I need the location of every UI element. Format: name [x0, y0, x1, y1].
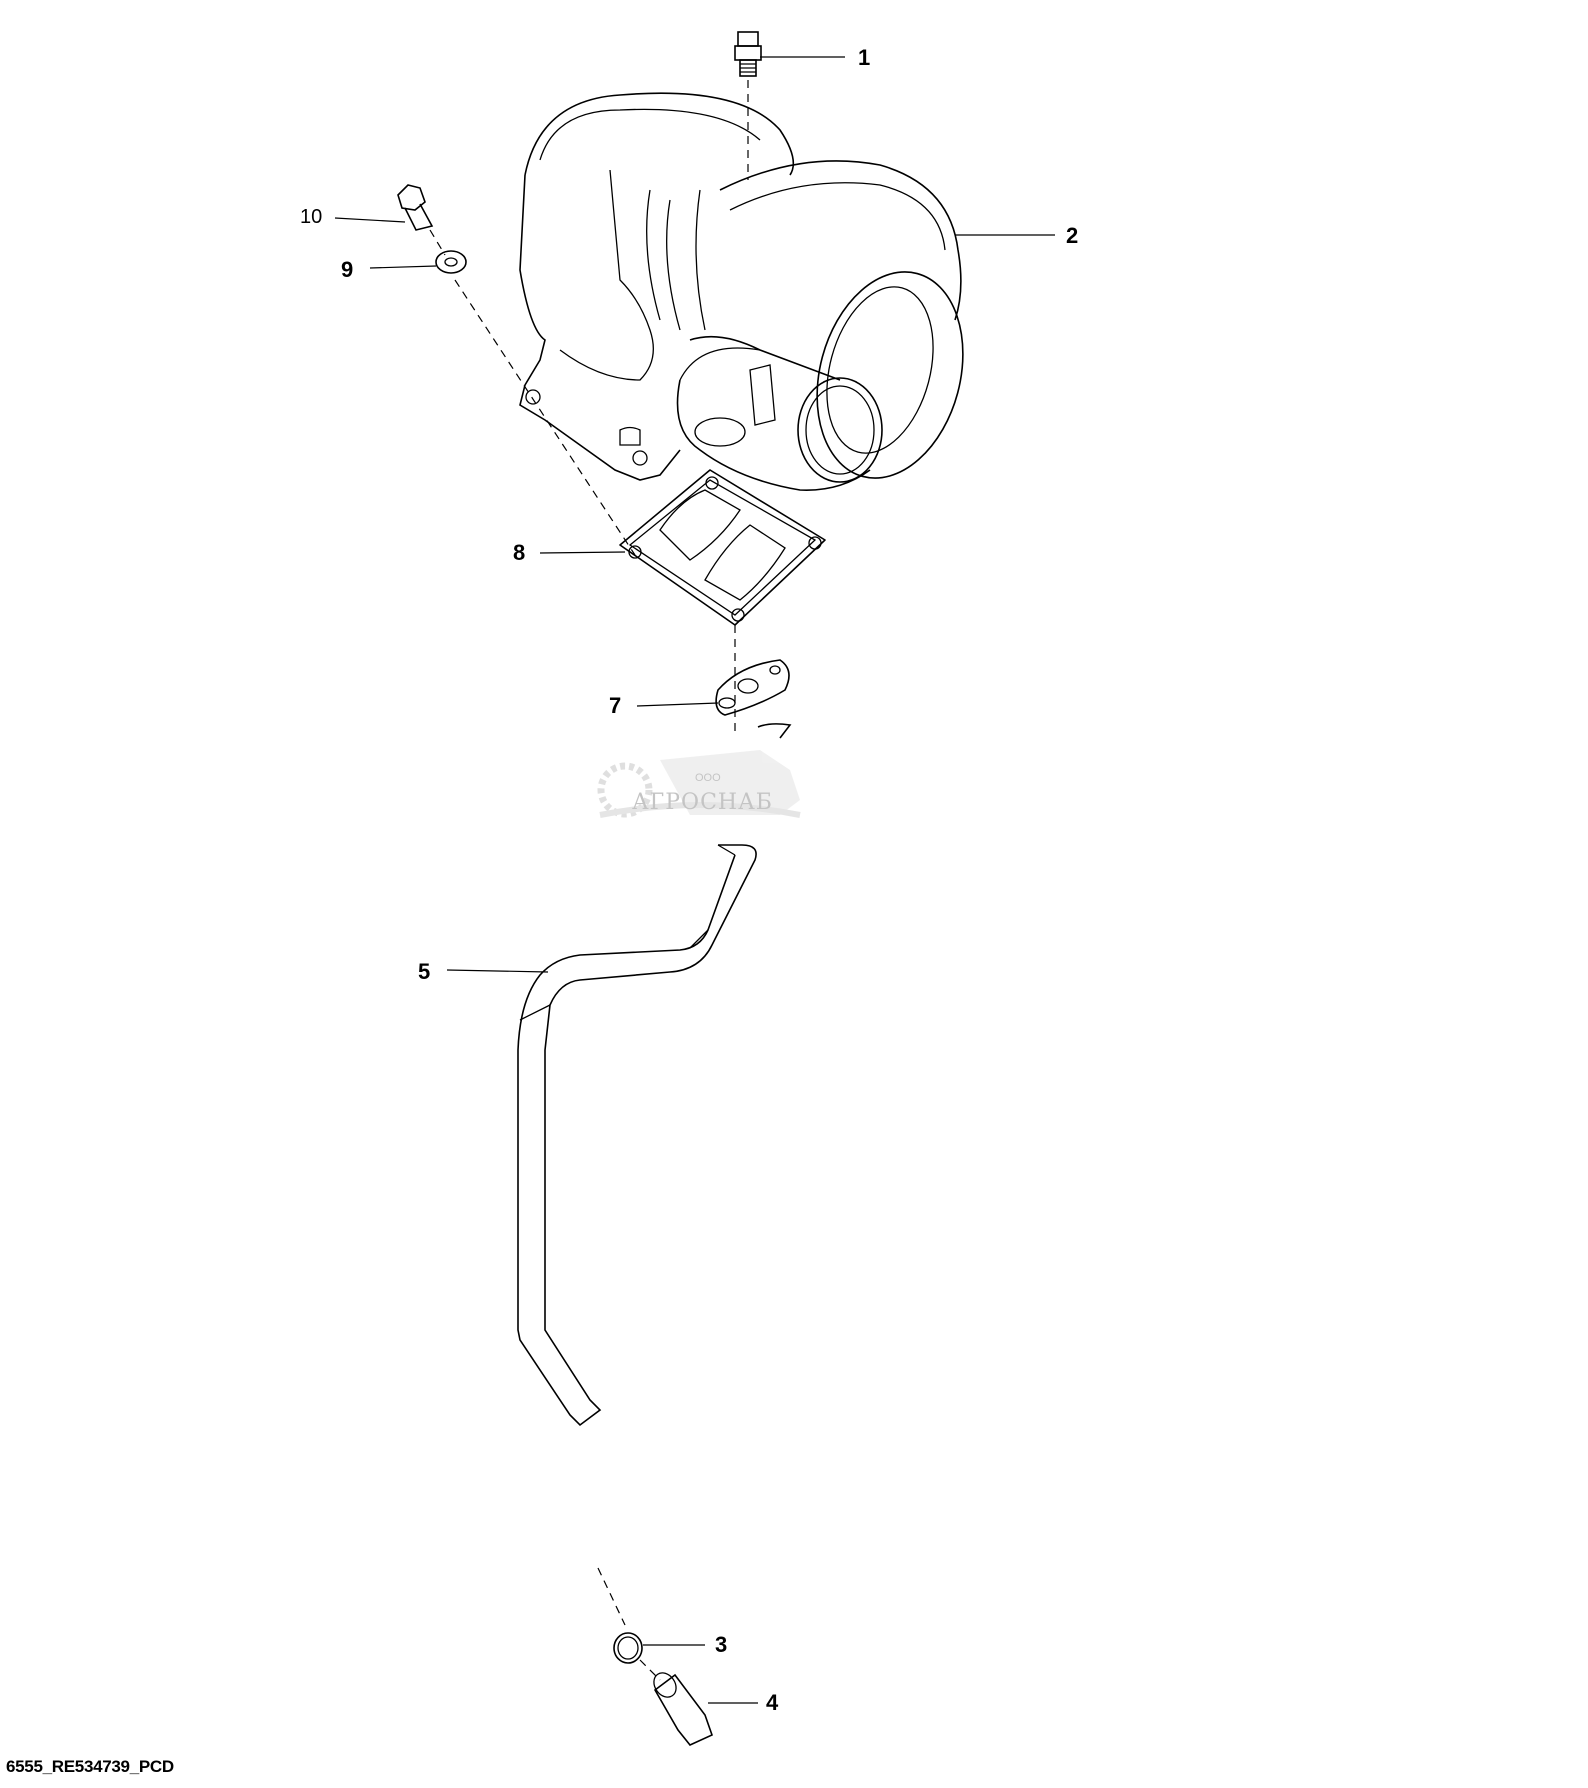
- callout-7: 7: [609, 693, 622, 718]
- turbocharger-part-2: [519, 92, 964, 491]
- gasket-part-7: [715, 659, 790, 716]
- gasket-part-8: [619, 469, 826, 626]
- bolt-part-10: [397, 184, 434, 231]
- assembly-line-drain: [597, 1567, 661, 1681]
- callout-2: 2: [1066, 223, 1079, 248]
- watermark-logo: [597, 750, 801, 818]
- drain-tube-part-5: [517, 723, 792, 1427]
- callout-leaders: [334, 56, 1055, 1704]
- callout-3: 3: [715, 1632, 728, 1657]
- connector-part-4: [653, 1672, 713, 1746]
- callout-4: 4: [766, 1690, 779, 1715]
- callout-1: 1: [858, 45, 871, 70]
- callout-9: 9: [341, 257, 354, 282]
- watermark-text: АГРОСНАБ: [632, 790, 773, 815]
- callout-8: 8: [513, 540, 526, 565]
- drawing-code: 6555_RE534739_PCD: [6, 1757, 174, 1776]
- callout-10: 10: [300, 206, 323, 228]
- assembly-line-bolt: [429, 229, 636, 556]
- callout-5: 5: [418, 959, 431, 984]
- fitting-part-1: [734, 31, 762, 77]
- watermark-prefix: ООО: [695, 772, 721, 784]
- o-ring-part-3: [613, 1632, 643, 1664]
- washer-part-9: [435, 250, 467, 274]
